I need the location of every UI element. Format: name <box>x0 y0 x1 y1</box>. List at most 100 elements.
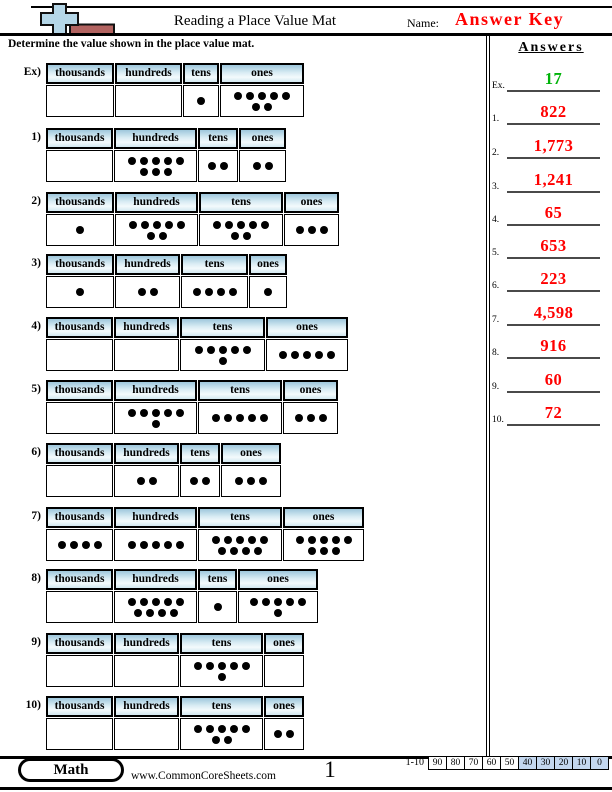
counter-dot-icon <box>146 231 155 240</box>
counter-dot-icon <box>175 597 184 606</box>
answer-value: 65 <box>544 203 563 222</box>
counter-dot-icon <box>139 156 148 165</box>
counter-dot-icon <box>247 477 255 485</box>
counter-dot-icon <box>286 597 294 606</box>
mat-cell-thousands <box>46 150 113 182</box>
counter-dot-icon <box>248 535 256 544</box>
counter-dot-icon <box>213 220 221 229</box>
counter-dot-icon <box>212 535 220 544</box>
grading-score-cell: 30 <box>536 756 555 770</box>
counter-dot-icon <box>152 220 161 229</box>
counter-dot-icon <box>261 220 269 229</box>
answer-number-label: 1. <box>492 114 500 124</box>
column-header-tens: tens <box>183 63 219 84</box>
mat-cell-ones <box>264 655 304 687</box>
mat-cell-hundreds <box>114 402 197 434</box>
counter-dot-icon <box>307 546 316 555</box>
name-label: Name: <box>407 16 439 30</box>
counter-dot-icon <box>151 597 160 606</box>
counter-dot-icon <box>241 661 250 670</box>
website-text: www.CommonCoreSheets.com <box>131 770 276 782</box>
counter-dot-icon <box>291 351 299 359</box>
column-header-hundreds: hundreds <box>115 192 198 213</box>
dot-row <box>57 541 102 549</box>
column-header-ones: ones <box>221 443 281 464</box>
counter-dot-icon <box>197 97 205 105</box>
counter-dot-icon <box>217 661 226 670</box>
counter-dot-icon <box>212 414 220 422</box>
mat-cell-thousands <box>46 276 114 308</box>
dot-row <box>218 546 262 555</box>
counter-dot-icon <box>274 730 282 738</box>
counter-dot-icon <box>213 603 222 611</box>
grading-score-cell: 20 <box>554 756 573 770</box>
dot-row <box>127 156 184 165</box>
dot-row <box>235 477 267 485</box>
mat-body-row <box>46 339 349 371</box>
counter-dot-icon <box>139 541 148 549</box>
counter-dot-icon <box>163 408 172 417</box>
counter-dot-icon <box>331 535 340 544</box>
column-header-tens: tens <box>198 128 238 149</box>
column-header-ones: ones <box>264 633 304 654</box>
answer-value: 17 <box>544 69 563 88</box>
column-header-hundreds: hundreds <box>114 317 179 338</box>
dot-row <box>218 356 227 365</box>
dot-row <box>76 226 84 234</box>
answer-blank-line <box>507 224 600 226</box>
counter-dot-icon <box>211 735 220 744</box>
answer-entry: 8.916 <box>491 335 607 359</box>
answer-blank-line <box>507 157 600 159</box>
answer-value: 916 <box>540 336 567 355</box>
counter-dot-icon <box>192 288 201 296</box>
dot-row <box>128 220 185 229</box>
column-header-hundreds: hundreds <box>114 633 179 654</box>
counter-dot-icon <box>151 541 160 549</box>
answer-number-label: 9. <box>492 382 500 392</box>
column-header-hundreds: hundreds <box>115 254 180 275</box>
answer-blank-line <box>507 290 600 292</box>
counter-dot-icon <box>229 661 238 670</box>
column-header-hundreds: hundreds <box>114 569 197 590</box>
mat-cell-tens <box>180 718 263 750</box>
grading-score-cell: 70 <box>464 756 483 770</box>
column-header-tens: tens <box>180 696 263 717</box>
counter-dot-icon <box>223 735 232 744</box>
mat-cell-tens <box>198 529 282 561</box>
grading-score-cell: 10 <box>572 756 591 770</box>
mat-cell-ones <box>284 214 339 246</box>
problem-label: 6) <box>31 446 41 458</box>
counter-dot-icon <box>234 91 242 100</box>
counter-dot-icon <box>242 546 250 555</box>
dot-row <box>295 226 328 234</box>
mat-cell-tens <box>180 339 265 371</box>
mat-cell-hundreds <box>114 339 179 371</box>
mat-cell-tens <box>180 465 220 497</box>
counter-dot-icon <box>237 220 245 229</box>
column-header-hundreds: hundreds <box>114 507 197 528</box>
answers-title: Answers <box>518 40 584 55</box>
answer-number-label: Ex. <box>492 81 505 91</box>
answer-blank-line <box>507 357 600 359</box>
mat-body-row <box>46 85 305 117</box>
problem-label: 3) <box>31 257 41 269</box>
answer-value: 1,773 <box>533 136 574 155</box>
dot-row <box>190 477 210 485</box>
header-rule <box>0 33 612 36</box>
answer-blank-line <box>507 324 600 326</box>
grading-score-cell: 80 <box>446 756 465 770</box>
answer-entry: 4.65 <box>491 202 607 226</box>
mat-cell-thousands <box>46 655 113 687</box>
dot-row <box>264 288 272 296</box>
column-header-hundreds: hundreds <box>115 63 182 84</box>
mat-body-row <box>46 150 287 182</box>
mat-cell-hundreds <box>114 591 197 623</box>
dot-row <box>137 288 158 296</box>
